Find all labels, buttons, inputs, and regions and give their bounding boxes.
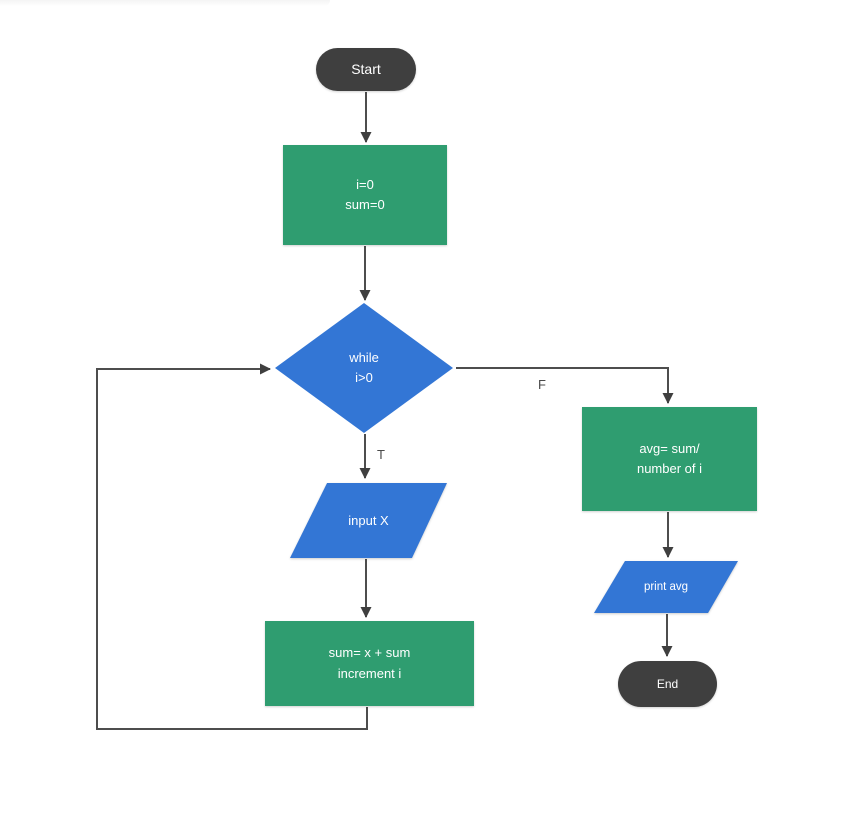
node-input-label: input X [348,513,389,528]
node-print-shape: print avg [594,561,738,613]
node-print[interactable]: print avg [594,561,738,613]
node-end-label: End [656,676,679,691]
node-end[interactable]: End [618,661,717,707]
top-shadow [0,0,330,6]
node-sum-label: sum= x + sum increment i [328,645,411,681]
node-start-label: Start [351,60,381,77]
node-init[interactable]: i=0 sum=0 [283,145,447,245]
node-avg[interactable]: avg= sum/ number of i [582,407,757,511]
node-while-decision[interactable]: while i>0 [275,303,453,433]
node-while-label: while i>0 [349,349,379,385]
edge-label-true: T [377,447,385,462]
node-init-label: i=0 sum=0 [345,176,385,212]
node-sum[interactable]: sum= x + sum increment i [265,621,474,706]
edge-while-avg [456,367,674,404]
edge-label-false: F [538,377,546,392]
node-avg-label: avg= sum/ number of i [636,440,703,476]
node-start[interactable]: Start [316,48,416,91]
node-print-label: print avg [643,581,689,593]
node-input[interactable]: input X [290,483,447,558]
node-input-shape: input X [290,483,447,558]
